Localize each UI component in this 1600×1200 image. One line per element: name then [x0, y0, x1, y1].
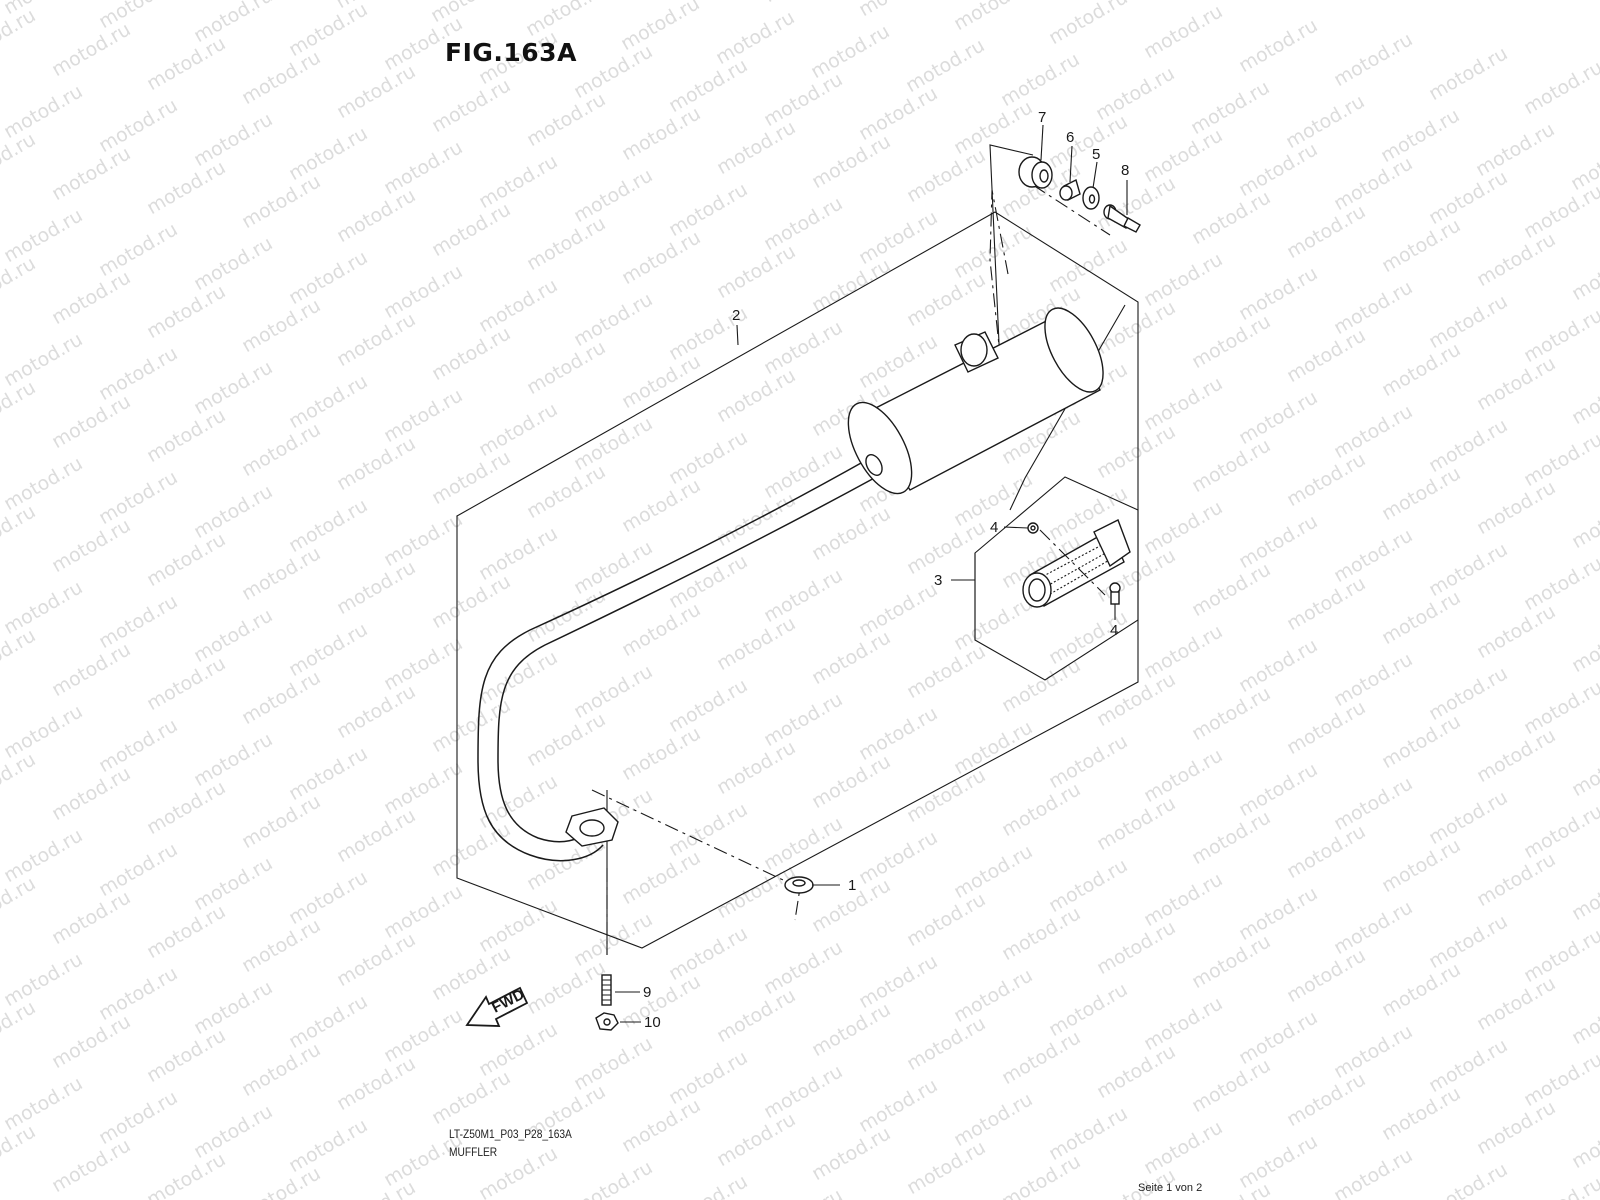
- callout-8: 8: [1121, 162, 1129, 179]
- figure-code: LT-Z50M1_P03_P28_163A: [449, 1127, 572, 1141]
- leader-3: [951, 553, 976, 640]
- leader-4a: [1003, 526, 1029, 529]
- guide-line-muffler-mount: [989, 189, 1009, 356]
- assembly-outline: [456, 211, 1139, 949]
- exhaust-pipe-inner: [497, 475, 879, 843]
- callout-10: 10: [644, 1014, 661, 1031]
- page-indicator: Seite 1 von 2: [1138, 1182, 1203, 1194]
- callout-2: 2: [732, 307, 740, 324]
- collar-part-6: [1059, 178, 1081, 202]
- nut-part-10: [595, 1012, 619, 1031]
- leader-6: [1069, 145, 1073, 183]
- leader-5: [1092, 161, 1098, 189]
- callout-6: 6: [1066, 129, 1074, 146]
- callout-3: 3: [934, 572, 942, 589]
- callout-4-lower: 4: [1110, 622, 1118, 639]
- callout-7: 7: [1038, 109, 1046, 126]
- callout-1: 1: [848, 877, 856, 894]
- screw-part-4-upper: [1027, 522, 1039, 534]
- grommet-part-7: [1018, 156, 1053, 189]
- stud-part-9: [601, 974, 612, 1006]
- screw-part-4-lower: [1109, 582, 1121, 605]
- callout-5: 5: [1092, 146, 1100, 163]
- gasket-part-1: [784, 876, 814, 894]
- callout-9: 9: [643, 984, 651, 1001]
- figure-title: FIG.163A: [445, 38, 577, 67]
- exhaust-flange: [565, 807, 619, 847]
- muffler-body: [847, 307, 1104, 495]
- washer-part-5: [1082, 186, 1100, 210]
- exhaust-pipe-outer: [477, 457, 871, 862]
- callout-4-upper: 4: [990, 519, 998, 536]
- guide-corner-top: [989, 144, 1034, 366]
- bolt-part-8: [1103, 204, 1141, 233]
- spark-arrester: [1022, 519, 1131, 608]
- leader-2: [736, 324, 739, 346]
- leader-7: [1040, 124, 1044, 161]
- figure-name: MUFFLER: [449, 1145, 498, 1159]
- guide-line-flange: [591, 789, 801, 921]
- fwd-arrow: FWD: [465, 986, 529, 1027]
